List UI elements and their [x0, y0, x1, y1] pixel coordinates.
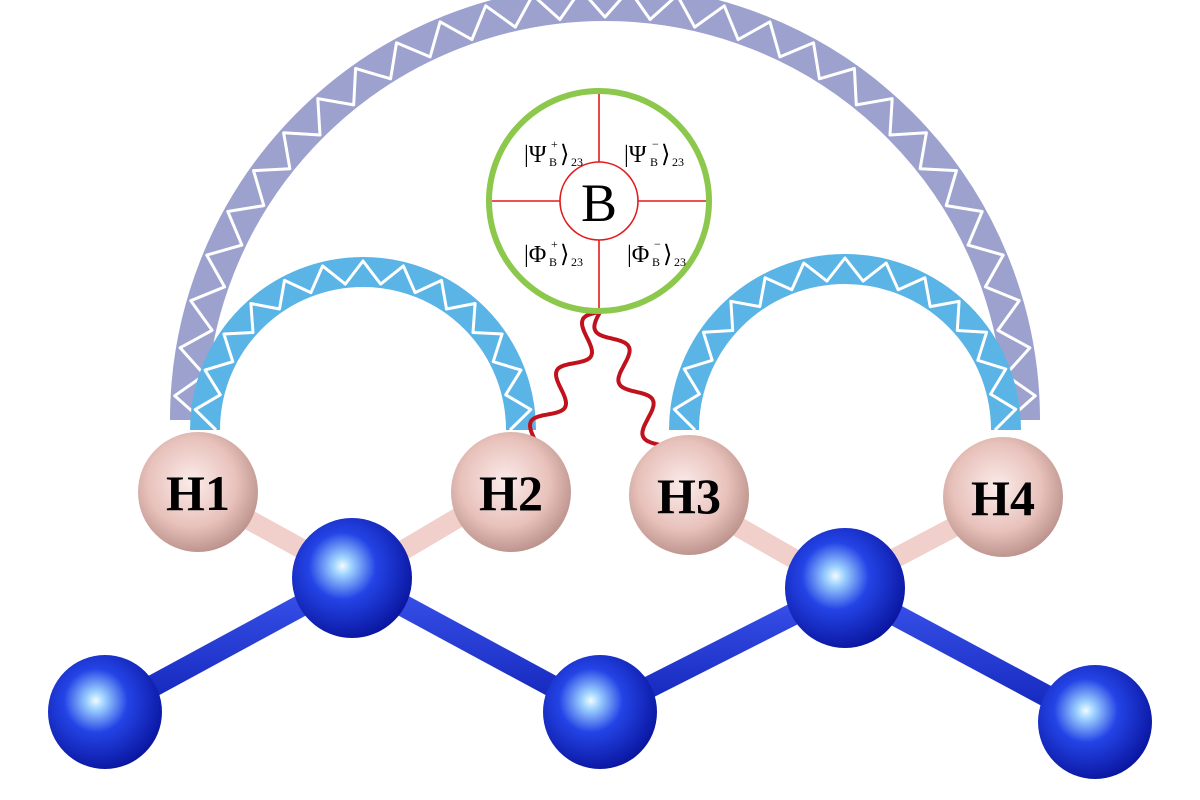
wave-link-h3	[592, 310, 662, 447]
hydrogen-atom-h4: H4	[943, 437, 1063, 557]
state-subscript: B	[652, 255, 660, 269]
hydrogen-label: H3	[657, 468, 721, 524]
state-superscript: +	[551, 137, 558, 151]
arc-band	[190, 257, 536, 431]
state-index: 23	[571, 155, 583, 169]
arc-zigzag	[173, 0, 1037, 422]
state-subscript: B	[549, 155, 557, 169]
state-symbol: |Φ	[524, 242, 546, 268]
arc-band	[669, 254, 1021, 431]
state-symbol: |Φ	[627, 242, 649, 268]
state-symbol: |Ψ	[524, 142, 547, 168]
bell-state-phi-minus: |Φ − B ⟩ 23	[627, 237, 686, 269]
hydrogen-atoms: H1 H2 H3 H4	[138, 432, 1063, 557]
state-ket: ⟩	[560, 142, 569, 168]
state-ket: ⟩	[663, 242, 672, 268]
state-index: 23	[571, 255, 583, 269]
bell-inner-ring	[559, 161, 639, 241]
hydrogen-label: H1	[166, 465, 230, 521]
wave-link-h2	[527, 310, 602, 442]
state-symbol: |Ψ	[624, 142, 647, 168]
hydrogen-sphere	[138, 432, 258, 552]
hydrogen-atom-h3: H3	[629, 435, 749, 555]
carbon-atom	[785, 528, 905, 648]
hydrogen-sphere	[451, 432, 571, 552]
carbon-atom	[1038, 665, 1152, 779]
carbon-atoms	[48, 518, 1152, 779]
bell-measurement: B |Ψ + B ⟩ 23 |Ψ − B ⟩ 23 |Φ + B ⟩ 23 |Φ…	[486, 88, 712, 314]
hydrogen-label: H2	[479, 465, 543, 521]
state-subscript: B	[549, 255, 557, 269]
arc-band	[170, 0, 1040, 421]
bell-state-psi-plus: |Ψ + B ⟩ 23	[524, 137, 583, 169]
state-subscript: B	[650, 155, 658, 169]
bell-dividers	[492, 94, 706, 308]
state-superscript: −	[654, 237, 661, 251]
state-index: 23	[674, 255, 686, 269]
state-ket: ⟩	[661, 142, 670, 168]
arc-inner-h3-h4	[669, 254, 1021, 432]
state-ket: ⟩	[560, 242, 569, 268]
state-index: 23	[672, 155, 684, 169]
arc-zigzag	[193, 259, 533, 432]
carbon-atom	[48, 655, 162, 769]
carbon-atom	[292, 518, 412, 638]
hydrogen-sphere	[629, 435, 749, 555]
arc-outer-h1-h4	[170, 0, 1040, 422]
state-superscript: −	[652, 137, 659, 151]
hydrogen-sphere	[943, 437, 1063, 557]
bell-state-psi-minus: |Ψ − B ⟩ 23	[624, 137, 684, 169]
state-superscript: +	[551, 237, 558, 251]
hydrogen-atom-h1: H1	[138, 432, 258, 552]
carbon-atom	[543, 655, 657, 769]
bell-center-label: B	[581, 173, 617, 233]
arc-inner-h1-h2	[190, 257, 536, 432]
arc-zigzag	[672, 256, 1018, 432]
bell-state-phi-plus: |Φ + B ⟩ 23	[524, 237, 583, 269]
hydrogen-label: H4	[971, 470, 1035, 526]
hydrogen-atom-h2: H2	[451, 432, 571, 552]
measurement-links	[527, 310, 662, 447]
